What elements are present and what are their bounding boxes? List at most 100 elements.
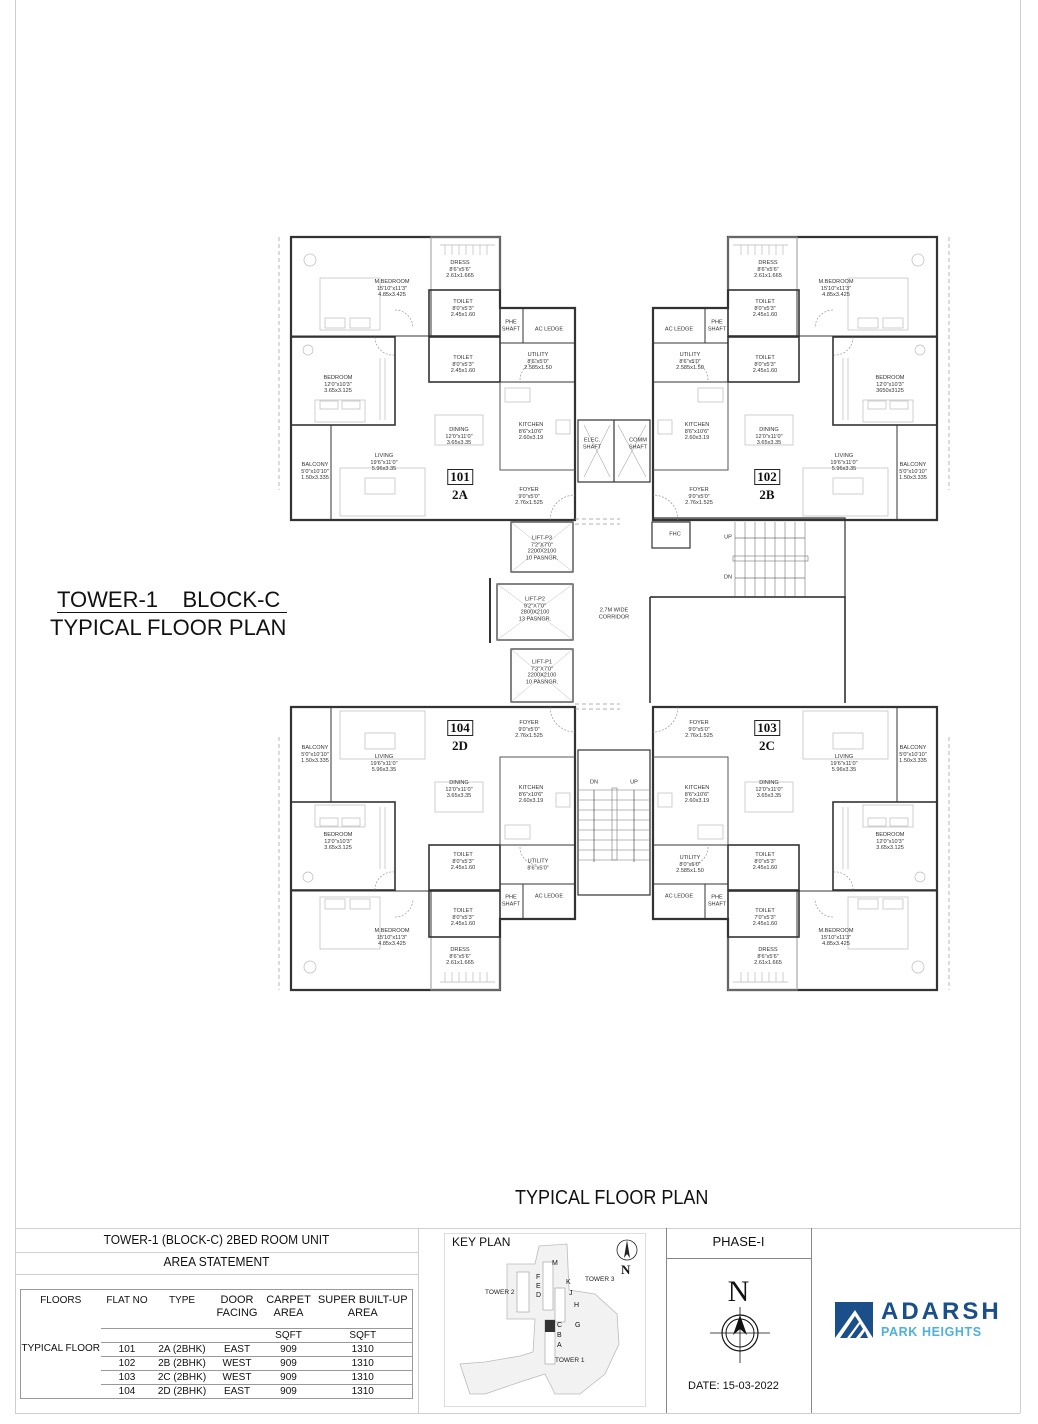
room-name: AC LEDGE <box>534 326 564 333</box>
cell-carpet: 909 <box>263 1356 314 1371</box>
flat-number: 102 <box>754 469 780 485</box>
room-name: DINING <box>759 426 779 433</box>
room-name: TOILET <box>453 354 473 361</box>
room-name: PHE <box>711 319 723 326</box>
room-name: M.BEDROOM <box>818 278 854 285</box>
room-name: TOILET <box>755 354 775 361</box>
room-metric: 2.45x1.60 <box>450 865 476 872</box>
room-metric: 2.45x1.60 <box>450 368 476 375</box>
room-label-ac-ledge: AC LEDGE <box>665 327 693 334</box>
staircase-top <box>732 522 809 596</box>
cell-type: 2B (2BHK) <box>153 1356 211 1371</box>
room-name: TOILET <box>755 907 775 914</box>
room-metric: 2.45x1.60 <box>752 368 778 375</box>
flat-number: 101 <box>447 469 473 485</box>
room-name: LIVING <box>374 753 394 760</box>
room-imperial: SHAFT <box>501 326 521 332</box>
room-name: FOYER <box>519 486 539 493</box>
carpet-unit: SQFT <box>263 1328 314 1343</box>
room-metric: 1.50x3.335 <box>301 758 329 765</box>
flat-type: 2D <box>452 738 468 753</box>
room-imperial: 8'6"x10'6" <box>684 791 710 798</box>
table-row: TYPICAL FLOOR 101 2A (2BHK) EAST 909 131… <box>21 1342 413 1357</box>
flat-type: 2B <box>759 487 775 502</box>
room-name: BALCONY <box>301 461 329 468</box>
room-name: PHE <box>711 894 723 901</box>
elec-shaft-label: ELEC.SHAFT <box>582 437 602 450</box>
room-metric: 2.76x1.525 <box>685 733 713 740</box>
north-label: N <box>727 1275 750 1308</box>
room-imperial: 8'0"x5'3" <box>754 361 776 368</box>
room-name: UTILITY <box>679 351 701 358</box>
room-name: BEDROOM <box>875 831 905 838</box>
room-name: KITCHEN <box>684 421 710 428</box>
key-plan: KEY PLAN TOWER 1 TOWER 2 TOWER 3 N M K J… <box>444 1233 646 1407</box>
flat-type: 2C <box>759 738 775 753</box>
header-type: TYPE <box>168 1295 196 1306</box>
cell-flat: 102 <box>100 1356 154 1371</box>
room-metric: 2.45x1.60 <box>450 921 476 928</box>
room-metric: 3650x3125 <box>876 388 904 395</box>
room-imperial: 8'6"x5'6" <box>449 953 471 960</box>
room-name: FOYER <box>689 486 709 493</box>
room-metric: 2.61x1.665 <box>446 273 474 280</box>
room-imperial: 8'6"x5'0" <box>679 358 701 365</box>
room-name: DRESS <box>450 946 470 953</box>
room-name: DINING <box>449 779 469 786</box>
room-metric: 2.585x1.50 <box>676 365 704 372</box>
table-row: 102 2B (2BHK) WEST 909 1310 <box>21 1356 413 1371</box>
room-name: M.BEDROOM <box>818 927 854 934</box>
cell-type: 2A (2BHK) <box>153 1342 211 1357</box>
svg-text:TOWER 1: TOWER 1 <box>555 1357 585 1364</box>
room-name: DRESS <box>450 259 470 266</box>
room-imperial: 15'10"x11'3" <box>376 285 408 292</box>
area-statement-title: TOWER-1 (BLOCK-C) 2BED ROOM UNIT <box>103 1232 330 1247</box>
divider <box>15 1252 418 1253</box>
room-imperial: SHAFT <box>707 901 727 907</box>
room-imperial: 12'0"x10'3" <box>876 381 904 388</box>
divider <box>15 1274 418 1275</box>
room-imperial: 19'6"x11'0" <box>830 760 858 767</box>
room-metric: 5.96x3.35 <box>371 466 397 473</box>
room-imperial: 8'6"x10'6" <box>684 428 710 435</box>
room-metric: 2.76x1.525 <box>685 500 713 507</box>
room-name: BALCONY <box>899 461 927 468</box>
room-metric: 1.50x3.335 <box>301 475 329 482</box>
room-imperial: 5'0"x10'10" <box>899 751 927 758</box>
room-imperial: 8'6"x10'6" <box>518 428 544 435</box>
cell-type: 2D (2BHK) <box>153 1384 211 1399</box>
room-imperial: SHAFT <box>501 901 521 907</box>
room-name: AC LEDGE <box>664 893 694 900</box>
units-row: SQFT SQFT <box>21 1328 413 1343</box>
room-name: BEDROOM <box>875 374 905 381</box>
room-imperial: 15'10"x11'3" <box>376 934 408 941</box>
key-plan-north: N <box>621 1262 631 1277</box>
core-walls <box>489 419 846 896</box>
room-metric: 4.85x3.425 <box>378 941 406 948</box>
room-name: UTILITY <box>527 351 549 358</box>
room-imperial: 12'0"x11'0" <box>755 433 783 440</box>
page-border-right <box>1020 0 1021 1413</box>
room-metric: 2.60x3.19 <box>518 798 544 805</box>
key-plan-title: KEY PLAN <box>452 1235 511 1249</box>
logo-mountain-icon <box>835 1302 873 1338</box>
stair-up-label: UP <box>724 534 732 541</box>
